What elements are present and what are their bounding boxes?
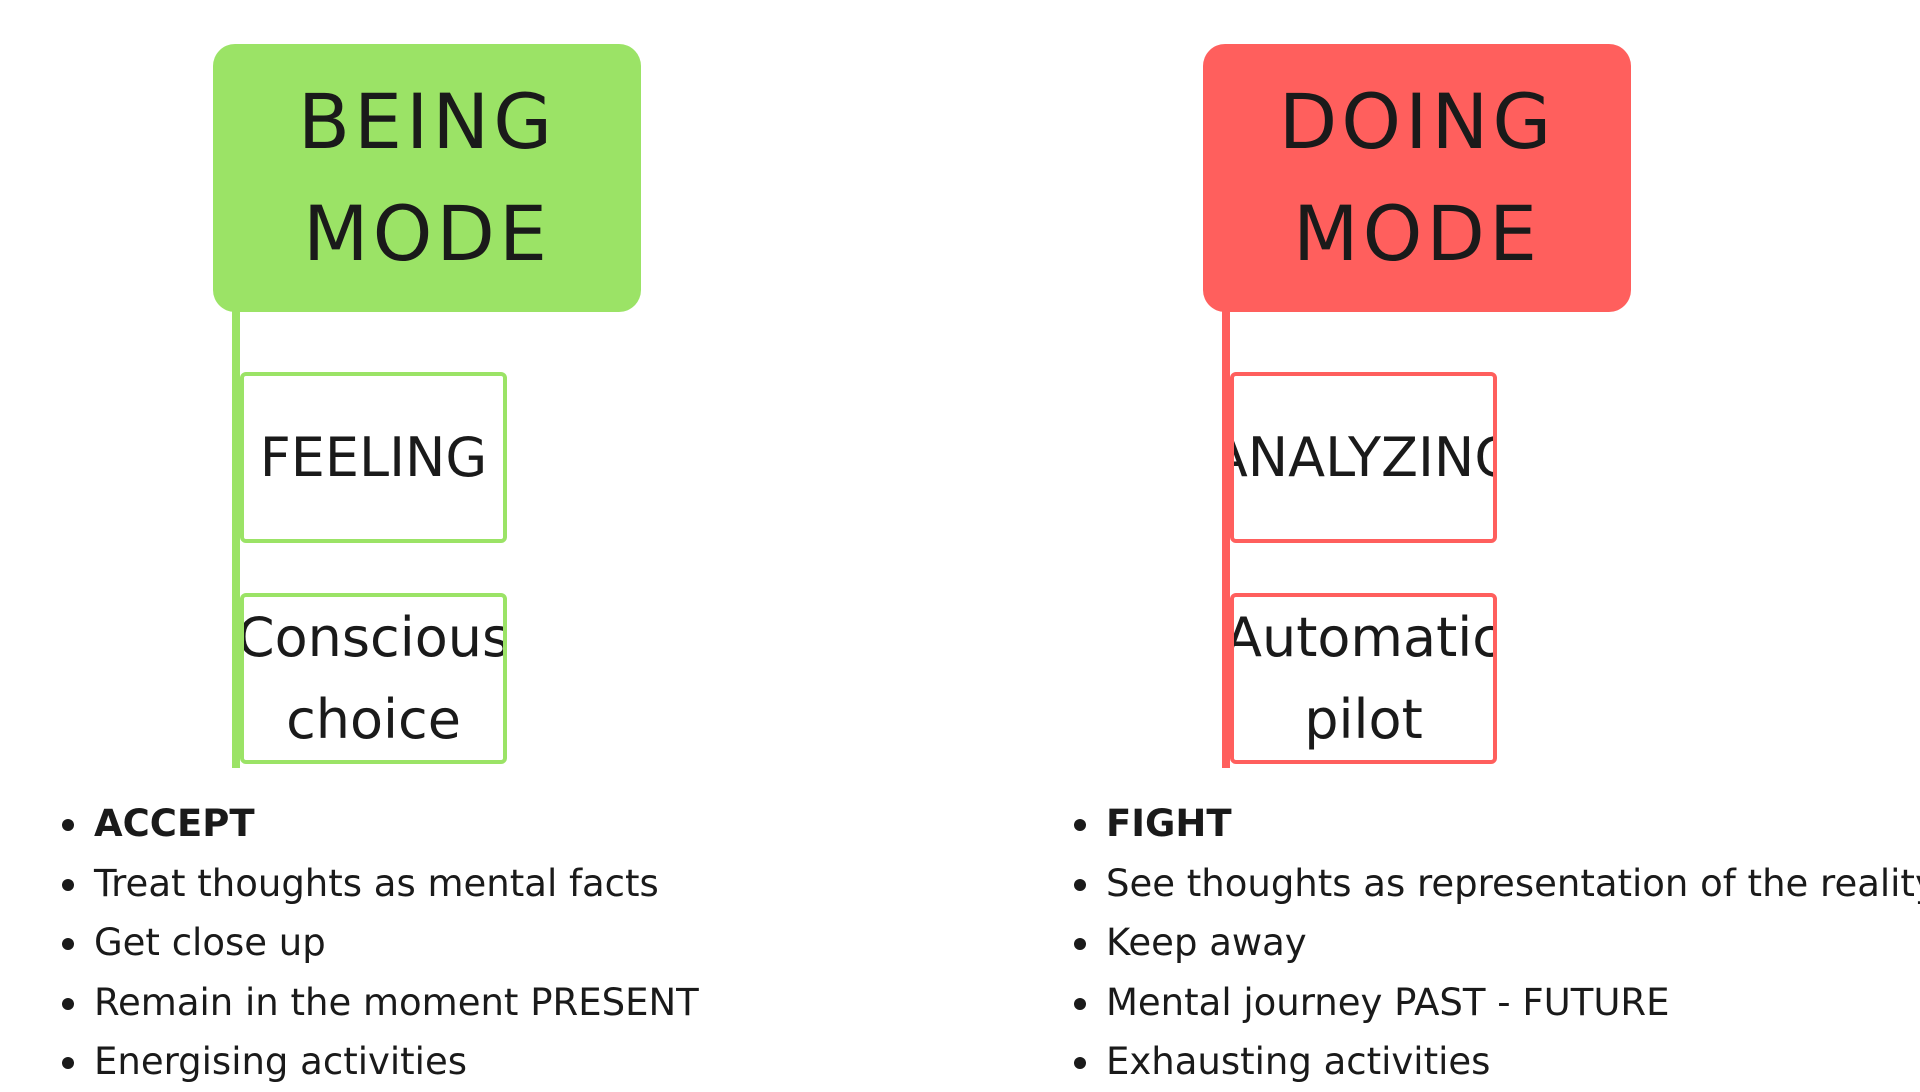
doing-analyzing-label: ANALYZING <box>1234 425 1493 489</box>
being-feeling-box: FEELING <box>240 372 507 543</box>
being-mode-box: BEING MODE <box>213 44 641 312</box>
being-conscious-choice-box: Conscious choice <box>240 593 507 764</box>
doing-mode-title-line2: MODE <box>1293 189 1541 278</box>
being-bullet-item: Energising activities <box>58 1032 699 1092</box>
being-mode-title-line2: MODE <box>303 189 551 278</box>
being-mode-title-line1: BEING <box>297 77 557 166</box>
doing-mode-box: DOING MODE <box>1203 44 1631 312</box>
being-bullet-item: Treat thoughts as mental facts <box>58 854 699 914</box>
being-bullet-item: Remain in the moment PRESENT <box>58 973 699 1033</box>
doing-analyzing-box: ANALYZING <box>1230 372 1497 543</box>
doing-mode-title-line1: DOING <box>1278 77 1556 166</box>
doing-bullet-list: FIGHT See thoughts as representation of … <box>1070 794 1920 1092</box>
being-conscious-choice-line1: Conscious <box>240 605 507 669</box>
being-mode-column: BEING MODE FEELING Conscious choice ACCE… <box>0 0 960 1083</box>
doing-connector-line <box>1222 290 1230 768</box>
being-bullet-list: ACCEPT Treat thoughts as mental facts Ge… <box>58 794 699 1092</box>
being-feeling-label: FEELING <box>259 425 488 489</box>
being-conscious-choice-line2: choice <box>286 687 461 751</box>
doing-bullet-item: Mental journey PAST - FUTURE <box>1070 973 1920 1033</box>
being-connector-line <box>232 290 240 768</box>
doing-bullet-item: See thoughts as representation of the re… <box>1070 854 1920 914</box>
doing-automatic-pilot-line1: Automatic <box>1230 605 1497 669</box>
being-bullet-item: ACCEPT <box>58 794 699 854</box>
doing-automatic-pilot-line2: pilot <box>1304 687 1423 751</box>
doing-mode-column: DOING MODE ANALYZING Automatic pilot FIG… <box>990 0 1920 1083</box>
doing-bullet-item: Exhausting activities <box>1070 1032 1920 1092</box>
being-bullet-item: Get close up <box>58 913 699 973</box>
doing-automatic-pilot-box: Automatic pilot <box>1230 593 1497 764</box>
doing-bullet-item: Keep away <box>1070 913 1920 973</box>
doing-bullet-item: FIGHT <box>1070 794 1920 854</box>
